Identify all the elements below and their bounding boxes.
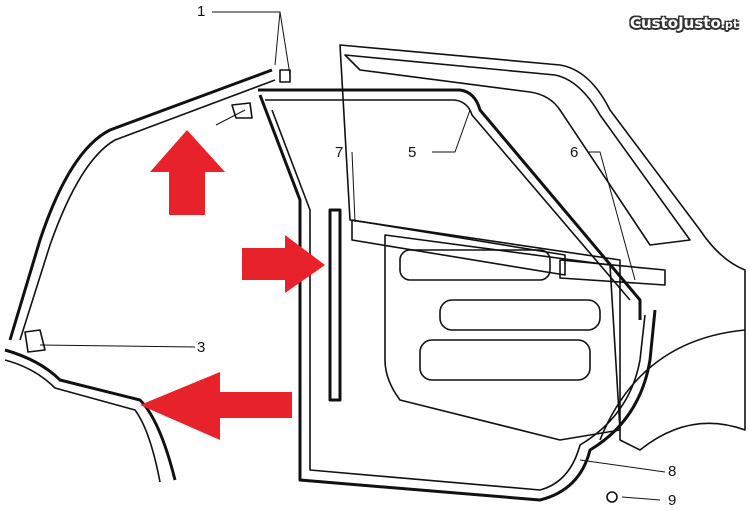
callout-9: 9 xyxy=(668,492,676,509)
callout-labels: 1 3 5 6 7 8 9 xyxy=(197,3,676,509)
callout-3: 3 xyxy=(197,339,205,356)
clip-part xyxy=(279,69,291,83)
callout-7: 7 xyxy=(335,144,343,161)
door-frame xyxy=(339,44,746,451)
panel-opening-1 xyxy=(399,249,551,281)
arrow-left-icon xyxy=(140,372,292,440)
door-inner-panel xyxy=(384,234,621,441)
belt-strip-outer xyxy=(559,259,666,286)
arrow-up-icon xyxy=(150,130,225,215)
leader-lines xyxy=(39,11,666,501)
watermark-tld: .pt xyxy=(720,18,739,31)
door-seal xyxy=(258,94,657,502)
watermark-brand: CustoJusto xyxy=(630,14,721,32)
corner-piece-top xyxy=(231,102,253,119)
callout-8: 8 xyxy=(668,463,676,480)
belt-strip-inner xyxy=(351,219,566,276)
corner-piece-bottom xyxy=(24,329,46,353)
panel-opening-3 xyxy=(419,339,591,381)
quarter-window-seal xyxy=(8,68,273,341)
arrow-right-icon xyxy=(242,235,325,293)
quarter-lower-seal xyxy=(4,348,177,481)
vertical-strip xyxy=(328,208,342,402)
callout-5: 5 xyxy=(408,144,416,161)
callout-6: 6 xyxy=(570,144,578,161)
arrows xyxy=(140,130,325,440)
window-seal xyxy=(258,88,642,320)
panel-opening-2 xyxy=(439,299,601,331)
wheel-arch xyxy=(599,329,746,441)
door-window-frame xyxy=(344,54,691,246)
clip-9 xyxy=(606,491,618,503)
watermark-logo: CustoJusto.pt xyxy=(630,14,738,32)
callout-1: 1 xyxy=(197,3,205,20)
